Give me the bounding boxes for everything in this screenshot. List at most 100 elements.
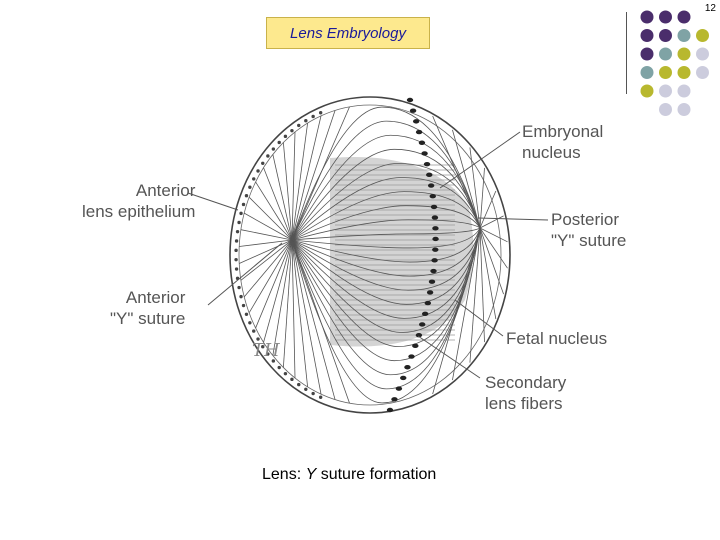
- fiber-nucleus: [408, 354, 415, 359]
- deco-dot: [640, 66, 654, 79]
- posterior-suture-fiber: [469, 227, 481, 363]
- deco-dot: [640, 84, 654, 98]
- anterior-suture-fiber: [272, 154, 293, 241]
- lens-fiber: [291, 134, 481, 241]
- posterior-suture-fiber: [469, 147, 481, 229]
- lens-fiber: [291, 148, 481, 241]
- lens-fiber: [291, 227, 481, 390]
- fiber-nucleus: [418, 140, 426, 145]
- fiber-nucleus: [423, 161, 431, 167]
- epithelium-cell: [297, 123, 301, 128]
- fiber-nucleus: [428, 279, 436, 284]
- deco-dot: [677, 10, 691, 24]
- lens-fiber: [291, 227, 481, 347]
- fiber-nucleus: [421, 151, 428, 156]
- lens-fiber: [291, 177, 481, 241]
- anterior-suture-fiber: [282, 142, 293, 241]
- fiber-nucleus: [391, 397, 398, 402]
- fiber-nucleus: [406, 97, 414, 103]
- epithelium-cell: [318, 111, 323, 115]
- deco-dot: [677, 103, 691, 116]
- anterior-suture-fiber: [263, 239, 293, 343]
- caption-italic: Y: [305, 466, 317, 483]
- deco-dot: [696, 66, 709, 79]
- epithelium-cells: [234, 111, 323, 399]
- epithelium-cell: [271, 359, 276, 363]
- pointer-fetal-nucleus: [454, 299, 504, 337]
- epithelium-cell: [311, 114, 315, 119]
- anterior-suture-fiber: [291, 123, 309, 241]
- lens-fiber: [291, 227, 481, 305]
- epithelium-cell: [297, 382, 301, 387]
- slide-caption: Lens: Y suture formation: [262, 466, 436, 484]
- anterior-suture-fiber: [239, 239, 293, 247]
- lens-fiber: [291, 227, 481, 277]
- anterior-suture-fiber: [239, 239, 293, 264]
- pointer-secondary-fibers: [417, 335, 481, 379]
- fiber-nucleus: [429, 194, 436, 199]
- epithelium-cell: [283, 371, 288, 376]
- posterior-suture-fiber: [479, 227, 485, 343]
- epithelium-cell: [271, 147, 276, 151]
- posterior-suture-fiber: [479, 227, 508, 269]
- epithelium-cell: [261, 345, 265, 349]
- epithelium-cell: [304, 387, 308, 392]
- deco-dot: [659, 29, 672, 42]
- epithelium-cell: [248, 321, 252, 325]
- label-embryonal-nucleus: Embryonal nucleus: [522, 122, 604, 162]
- slide-number: 12: [704, 3, 716, 14]
- lens-fiber: [291, 163, 481, 241]
- epithelium-cell: [244, 312, 249, 316]
- posterior-suture-fiber: [432, 227, 481, 395]
- fiber-nucleus: [404, 365, 411, 370]
- epithelium-cell: [239, 211, 243, 216]
- posterior-suture-fiber: [452, 129, 481, 229]
- label-anterior-y-suture: Anterior "Y" suture: [110, 288, 186, 328]
- epithelium-cell: [290, 128, 294, 133]
- lens-diagram: TH: [187, 96, 549, 414]
- lens-fiber: [291, 227, 481, 376]
- fiber-nuclei-row: [386, 97, 439, 413]
- posterior-suture-fiber: [452, 227, 481, 381]
- epithelium-cell: [277, 365, 281, 370]
- label-secondary-lens-fibers: Secondary lens fibers: [485, 373, 567, 413]
- epithelium-cell: [256, 337, 260, 341]
- anterior-suture-fiber: [291, 239, 296, 379]
- lens-fiber: [291, 219, 481, 241]
- epithelium-cell: [252, 329, 256, 333]
- epithelium-cell: [252, 177, 256, 181]
- fiber-nucleus: [421, 311, 429, 316]
- fiber-nucleus: [432, 226, 439, 231]
- epithelium-cell: [241, 202, 246, 207]
- epithelium-cell: [318, 395, 323, 399]
- anterior-suture-fiber: [255, 181, 293, 241]
- epithelium-cell: [237, 285, 241, 290]
- anterior-suture-fiber: [272, 239, 293, 356]
- pointer-embryonal-nucleus: [439, 131, 521, 189]
- epithelium-cell: [237, 220, 241, 225]
- lens-fiber: [291, 227, 481, 263]
- fetal-nucleus-region: [330, 156, 474, 347]
- lens-outline: [229, 96, 511, 414]
- fiber-nucleus: [432, 247, 439, 252]
- deco-dot: [696, 29, 709, 42]
- pointer-anterior-epithelium: [187, 192, 239, 211]
- epithelium-cell: [311, 391, 315, 396]
- anterior-suture-fiber: [240, 229, 293, 241]
- fiber-nucleus: [400, 375, 407, 381]
- fiber-nucleus: [430, 204, 438, 210]
- anterior-suture-fiber: [291, 239, 350, 404]
- anterior-suture-fiber: [240, 239, 293, 281]
- pointer-anterior-suture: [207, 242, 283, 306]
- fiber-nucleus: [427, 183, 435, 188]
- epithelium-cell: [261, 161, 265, 165]
- anterior-suture-fiber: [291, 131, 296, 241]
- deco-dot: [677, 29, 691, 42]
- fiber-nucleus: [386, 407, 394, 413]
- fiber-nucleus: [418, 322, 426, 327]
- epithelium-cell: [241, 303, 246, 308]
- anterior-suture-fiber: [291, 239, 309, 387]
- fiber-nucleus: [424, 300, 432, 306]
- anterior-suture-fiber: [263, 167, 293, 241]
- fiber-nucleus: [431, 215, 439, 220]
